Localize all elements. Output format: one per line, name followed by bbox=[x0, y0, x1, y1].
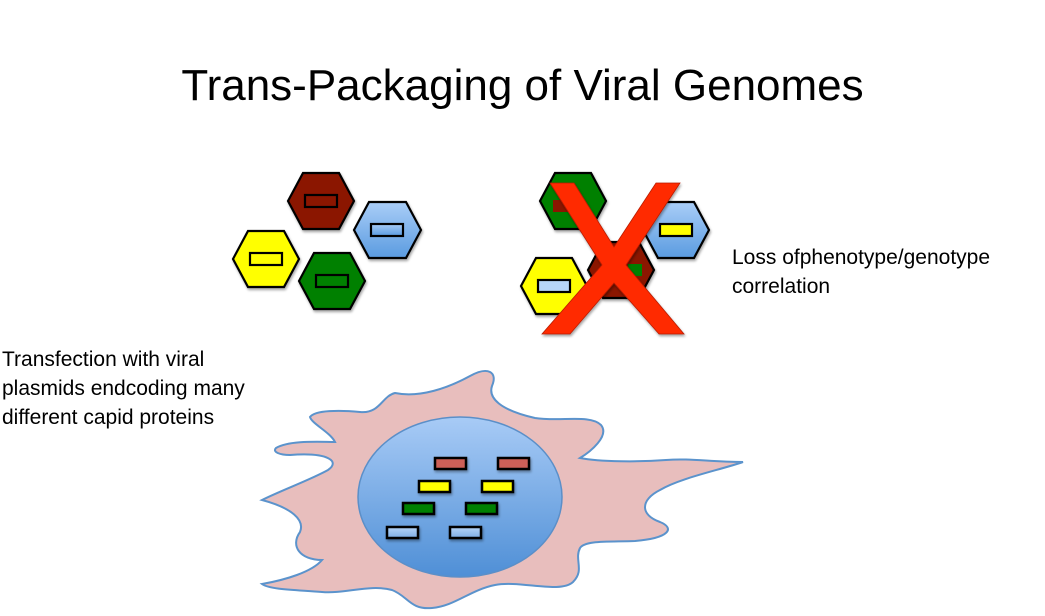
capsid-blue bbox=[352, 200, 423, 260]
plasmid-yellow bbox=[417, 479, 452, 494]
transfection-label-line-3: different capid proteins bbox=[2, 406, 215, 429]
plasmid-yellow bbox=[480, 479, 515, 494]
loss-label-line-1: Loss ofphenotype/genotype bbox=[732, 246, 991, 269]
loss-label-line-2: correlation bbox=[732, 275, 831, 298]
plasmid-red bbox=[433, 456, 468, 471]
plasmid-blue bbox=[448, 525, 483, 540]
loss-correlation-label: Loss ofphenotype/genotype correlation bbox=[732, 243, 990, 301]
capsid-red bbox=[286, 171, 356, 231]
nucleus-plasmids bbox=[385, 456, 531, 540]
plasmid-green bbox=[401, 501, 436, 516]
slide-title: Trans-Packaging of Viral Genomes bbox=[181, 61, 864, 110]
mismatched-capsid-group bbox=[519, 171, 711, 316]
plasmid-blue bbox=[385, 525, 420, 540]
transfection-label-line-2: plasmids endcoding many bbox=[2, 377, 245, 400]
plasmid-green bbox=[464, 501, 499, 516]
nucleus bbox=[357, 416, 563, 578]
transfection-label-line-1: Transfection with viral bbox=[2, 348, 205, 371]
matched-capsid-group bbox=[231, 171, 423, 311]
capsid-yellow bbox=[231, 229, 301, 289]
plasmid-red bbox=[496, 456, 531, 471]
transfection-label: Transfection with viral plasmids endcodi… bbox=[2, 345, 245, 432]
x-cross-icon bbox=[541, 182, 685, 335]
capsid-green bbox=[297, 251, 367, 311]
